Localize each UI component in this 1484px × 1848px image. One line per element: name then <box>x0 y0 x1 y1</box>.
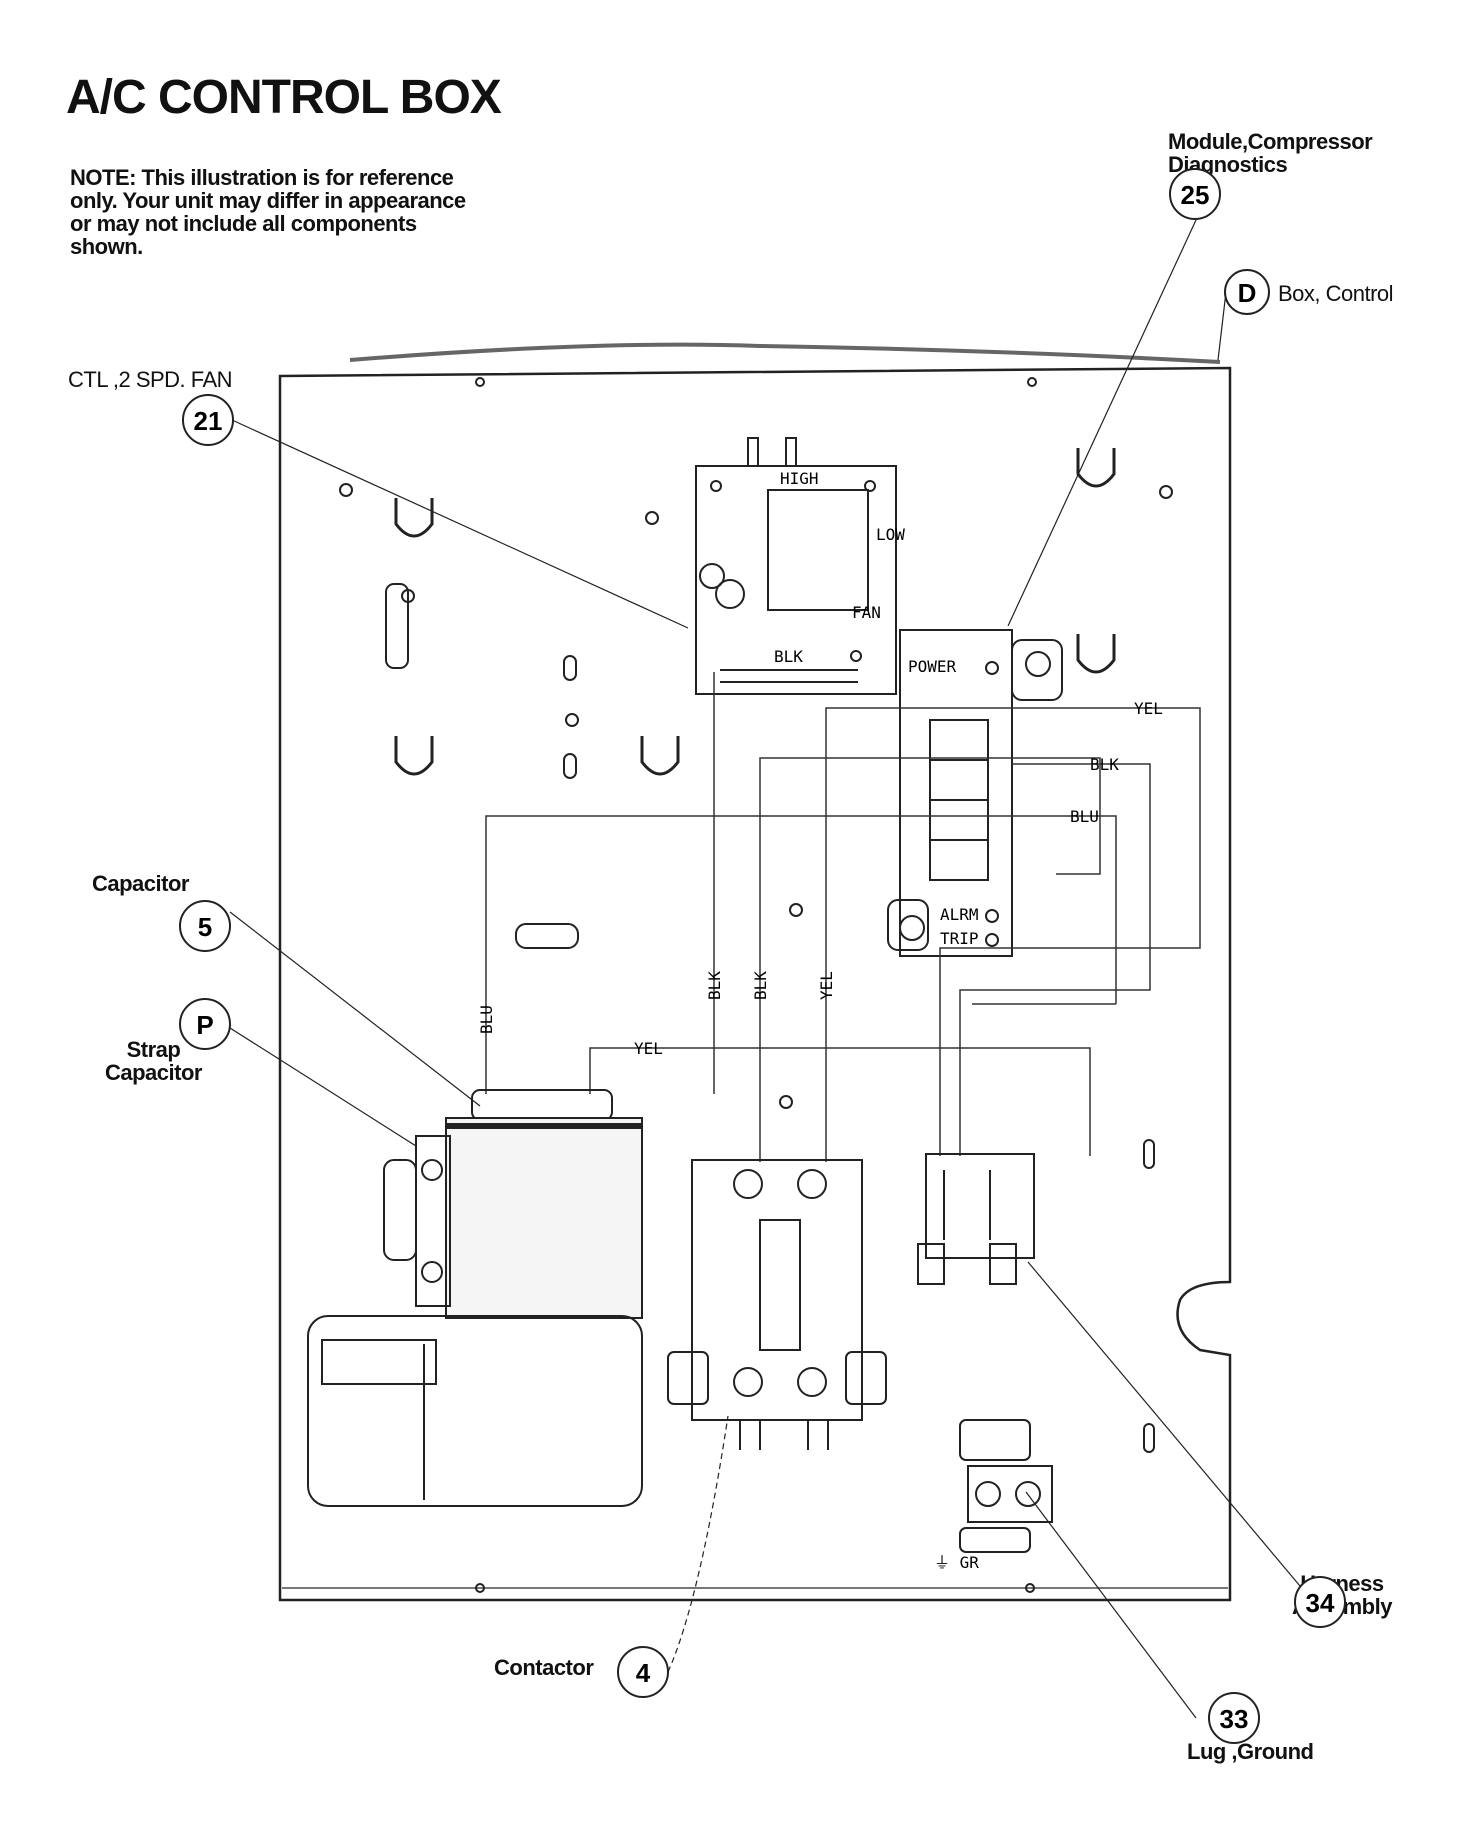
module-label-power: POWER <box>908 657 957 676</box>
label-box-control: Box, Control <box>1278 281 1394 306</box>
contactor <box>667 1159 887 1450</box>
wire-label-yel-right: YEL <box>1134 699 1163 718</box>
svg-text:25: 25 <box>1181 180 1210 210</box>
wire-label-blu-left: BLU <box>477 1005 496 1034</box>
label-contactor: Contactor <box>494 1655 594 1680</box>
compressor-diagnostics-module <box>887 629 1063 957</box>
wire-label-blk-right: BLK <box>1090 755 1119 774</box>
mounting-clips <box>394 448 1116 776</box>
control-box-panel <box>278 366 1232 1602</box>
callout-bubble-25: 25 <box>1169 168 1221 220</box>
wire-label-blk-fan: BLK <box>774 647 803 666</box>
wire-label-blu-right: BLU <box>1070 807 1099 826</box>
label-ctl-2-spd-fan: CTL ,2 SPD. FAN <box>68 367 233 392</box>
label-capacitor: Capacitor <box>92 871 189 896</box>
callout-bubble-5: 5 <box>179 900 231 952</box>
svg-text:D: D <box>1238 278 1257 308</box>
page-title: A/C CONTROL BOX <box>66 71 502 124</box>
harness-connector <box>917 1153 1035 1285</box>
callout-bubble-21: 21 <box>182 394 234 446</box>
callout-bubble-34: 34 <box>1294 1576 1346 1628</box>
wiring <box>485 672 1201 1162</box>
reference-note: NOTE: This illustration is for reference… <box>70 165 466 259</box>
board-label-fan: FAN <box>852 603 881 622</box>
wire-label-blk-b: BLK <box>751 971 770 1000</box>
svg-text:33: 33 <box>1220 1704 1249 1734</box>
callout-bubble-d: D <box>1224 269 1270 315</box>
svg-text:21: 21 <box>194 406 223 436</box>
svg-text:4: 4 <box>636 1658 651 1688</box>
wire-label-yel-cap: YEL <box>634 1039 663 1058</box>
capacitor <box>383 1089 643 1319</box>
wire-label-blk-a: BLK <box>705 971 724 1000</box>
callout-bubble-4: 4 <box>617 1646 669 1698</box>
capacitor-lower-bracket <box>307 1315 643 1507</box>
fan-control-board <box>695 437 897 695</box>
board-label-low: LOW <box>876 525 905 544</box>
ground-lug <box>959 1419 1053 1553</box>
svg-text:5: 5 <box>198 912 212 942</box>
box-top-flange <box>349 342 1221 364</box>
callout-bubble-p: P <box>179 998 231 1050</box>
leader-lines <box>229 219 1301 1719</box>
label-lug-ground: Lug ,Ground <box>1187 1739 1314 1764</box>
svg-text:P: P <box>196 1010 213 1040</box>
wire-label-yel-vert: YEL <box>817 971 836 1000</box>
ground-symbol-label: ⏚ GR <box>934 1553 979 1572</box>
module-label-trip: TRIP <box>940 929 979 948</box>
callout-bubble-33: 33 <box>1208 1692 1260 1744</box>
board-label-high: HIGH <box>780 469 819 488</box>
module-label-alrm: ALRM <box>940 905 979 924</box>
label-strap-capacitor: Strap Capacitor <box>105 1037 202 1085</box>
mounting-holes <box>339 377 1173 1593</box>
svg-text:34: 34 <box>1306 1588 1335 1618</box>
